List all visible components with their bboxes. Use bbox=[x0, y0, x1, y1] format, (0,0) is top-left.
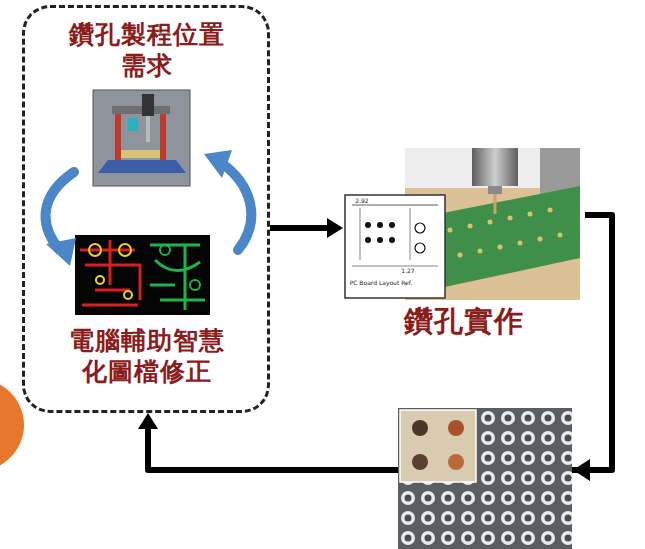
arrow-head bbox=[327, 218, 343, 238]
drawing-annotation: 2.92 bbox=[352, 198, 372, 205]
drawing-annotation: PC Board Layout Ref. bbox=[349, 280, 413, 287]
pcb-layout-image bbox=[75, 235, 210, 315]
layout-drawing bbox=[345, 195, 445, 298]
flow-arrow bbox=[270, 218, 343, 238]
drill-machine-image bbox=[93, 90, 190, 186]
inspection-photo bbox=[398, 408, 590, 549]
orange-accent bbox=[0, 379, 24, 471]
step-title: 鑽孔實作 bbox=[393, 304, 535, 339]
drawing-annotation: 1.27 bbox=[398, 268, 418, 275]
arrow-head bbox=[138, 413, 158, 429]
step-title: 電腦輔助智慧化圖檔修正 bbox=[68, 326, 226, 387]
drilling-step: 鑽孔實作 bbox=[343, 146, 585, 351]
step-title: 鑽孔製程位置需求 bbox=[68, 20, 226, 81]
cycle-arrows bbox=[46, 150, 252, 266]
flow-line bbox=[270, 225, 327, 231]
dashed-group-box: 鑽孔製程位置需求電腦輔助智慧化圖檔修正 bbox=[22, 5, 270, 413]
